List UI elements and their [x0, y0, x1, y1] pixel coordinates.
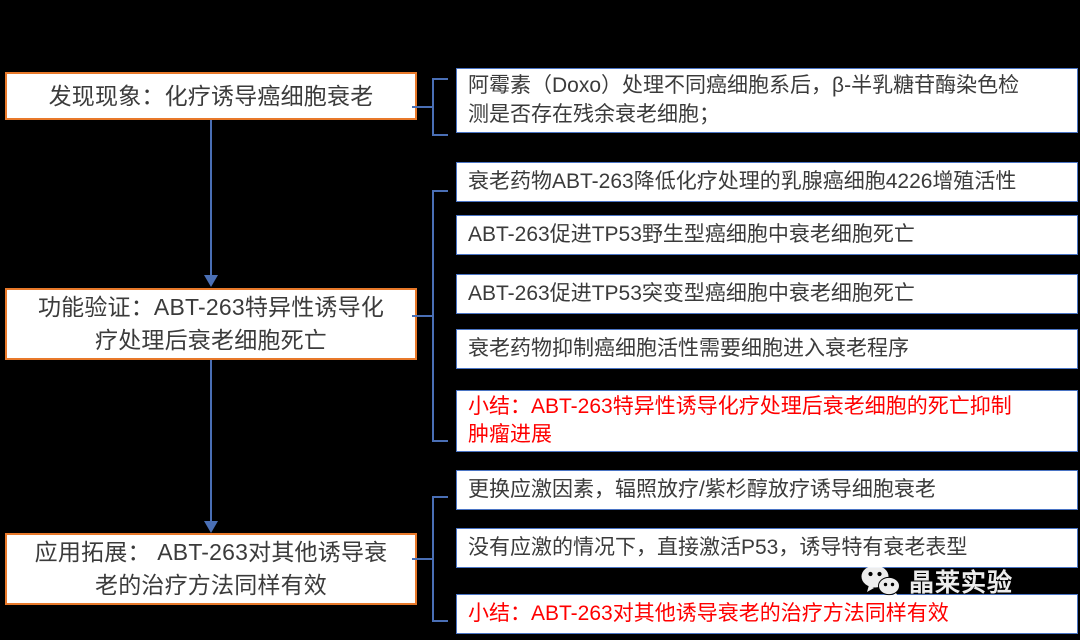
detail-text-line1: 衰老药物ABT-263降低化疗处理的乳腺癌细胞4226增殖活性 [468, 169, 1017, 193]
stage-label-discovery: 发现现象：化疗诱导癌细胞衰老 [48, 82, 374, 109]
detail-text-line1: ABT-263促进TP53突变型癌细胞中衰老细胞死亡 [468, 281, 915, 305]
detail-text-line2: 肿瘤进展 [468, 423, 552, 446]
detail-text-line1: 没有应激的情况下，直接激活P53，诱导特有衰老表型 [468, 535, 968, 559]
bracket-spine [432, 496, 434, 622]
bracket-arm-bottom [432, 134, 448, 136]
detail-text-line1: 小结：ABT-263特异性诱导化疗处理后衰老细胞的死亡抑制 [468, 394, 1012, 418]
bracket-arm-top [432, 496, 448, 498]
bracket-arm-top [432, 190, 448, 192]
detail-text-line2: 测是否存在残余衰老细胞； [468, 102, 720, 126]
wechat-icon [860, 564, 902, 598]
detail-text-line1: ABT-263促进TP53野生型癌细胞中衰老细胞死亡 [468, 222, 915, 246]
bracket-stem [412, 315, 432, 317]
flow-arrow-discovery-to-function [204, 120, 218, 287]
detail-box-tp53-mutant: ABT-263促进TP53突变型癌细胞中衰老细胞死亡 [456, 274, 1078, 314]
stage-label-function-line2: 疗处理后衰老细胞死亡 [95, 327, 327, 353]
detail-text-line1: 更换应激因素，辐照放疗/紫杉醇放疗诱导细胞衰老 [468, 477, 936, 501]
detail-box-stress-factors: 更换应激因素，辐照放疗/紫杉醇放疗诱导细胞衰老 [456, 470, 1078, 510]
bracket-arm-top [432, 78, 448, 80]
stage-box-application: 应用拓展： ABT-263对其他诱导衰 老的治疗方法同样有效 [5, 533, 417, 605]
bracket-discovery [412, 78, 452, 136]
bracket-arm-bottom [432, 440, 448, 442]
detail-box-p53-activation: 没有应激的情况下，直接激活P53，诱导特有衰老表型 [456, 528, 1078, 568]
stage-box-function: 功能验证：ABT-263特异性诱导化 疗处理后衰老细胞死亡 [5, 288, 417, 360]
arrow-head-icon [204, 275, 218, 287]
detail-box-senescence-program: 衰老药物抑制癌细胞活性需要细胞进入衰老程序 [456, 329, 1078, 369]
bracket-application [412, 496, 452, 622]
bracket-arm-bottom [432, 620, 448, 622]
detail-box-abt263-4226: 衰老药物ABT-263降低化疗处理的乳腺癌细胞4226增殖活性 [456, 162, 1078, 202]
detail-box-doxo-senescence: 阿霉素（Doxo）处理不同癌细胞系后，β-半乳糖苷酶染色检 测是否存在残余衰老细… [456, 68, 1078, 133]
stage-label-application-line2: 老的治疗方法同样有效 [95, 572, 327, 598]
detail-text-line1: 阿霉素（Doxo）处理不同癌细胞系后，β-半乳糖苷酶染色检 [468, 74, 1020, 98]
bracket-stem [412, 558, 432, 560]
stage-label-application-line1: 应用拓展： ABT-263对其他诱导衰 [34, 539, 388, 566]
bracket-spine [432, 78, 434, 136]
detail-text-line1: 衰老药物抑制癌细胞活性需要细胞进入衰老程序 [468, 336, 909, 360]
detail-text-line1: 小结：ABT-263对其他诱导衰老的治疗方法同样有效 [468, 601, 949, 625]
stage-label-function-line1: 功能验证：ABT-263特异性诱导化 [37, 294, 385, 321]
detail-box-summary-function: 小结：ABT-263特异性诱导化疗处理后衰老细胞的死亡抑制 肿瘤进展 [456, 390, 1078, 452]
bracket-stem [412, 106, 432, 108]
bracket-spine [432, 190, 434, 442]
arrow-head-icon [204, 521, 218, 533]
flow-arrow-function-to-application [204, 360, 218, 533]
detail-box-tp53-wildtype: ABT-263促进TP53野生型癌细胞中衰老细胞死亡 [456, 215, 1078, 255]
bracket-function [412, 190, 452, 442]
stage-box-discovery: 发现现象：化疗诱导癌细胞衰老 [5, 72, 417, 120]
detail-box-summary-application: 小结：ABT-263对其他诱导衰老的治疗方法同样有效 [456, 594, 1078, 634]
